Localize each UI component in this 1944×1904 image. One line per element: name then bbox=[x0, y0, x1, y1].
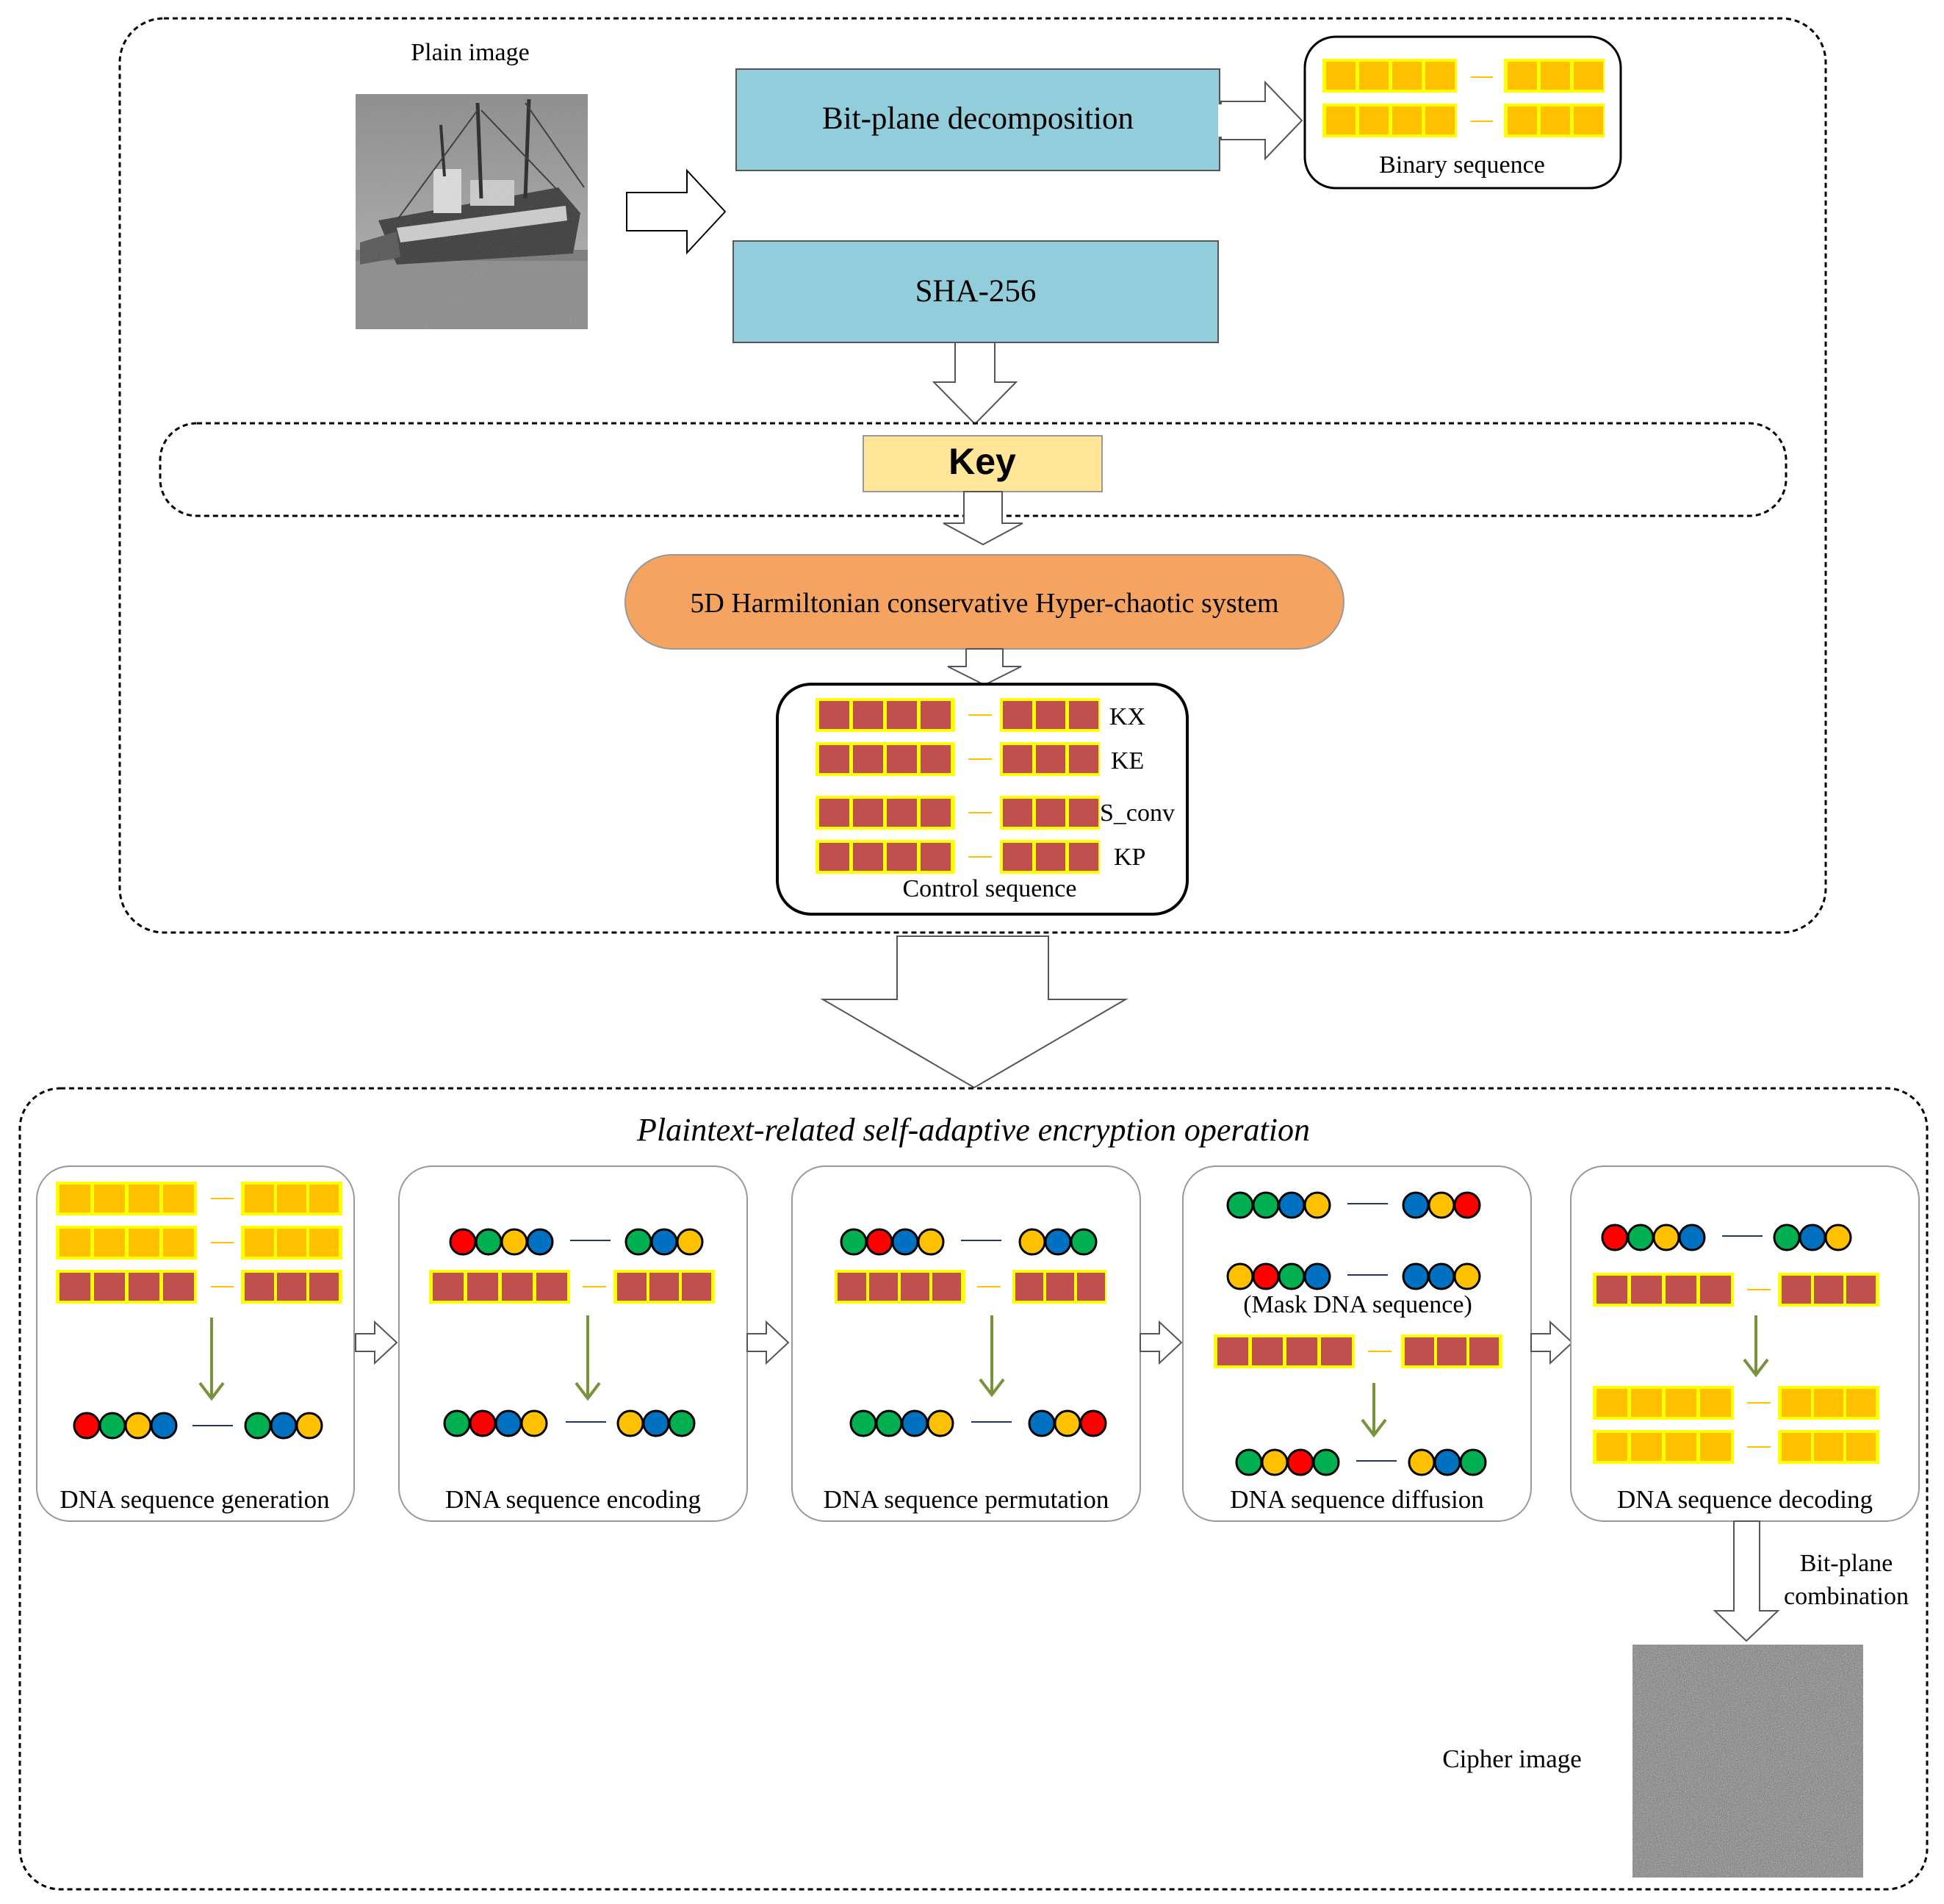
bit-plane-combination-label-2: combination bbox=[1784, 1583, 1909, 1610]
decoding-control-row bbox=[1593, 1273, 1879, 1307]
sha256-box bbox=[732, 240, 1219, 343]
control-row-kp bbox=[816, 840, 1100, 874]
binary-bit-row-2 bbox=[1322, 104, 1605, 137]
green-down-arrow-2 bbox=[575, 1315, 601, 1401]
diffusion-mask-dna-row bbox=[1226, 1262, 1481, 1290]
stage-arrow-4 bbox=[1530, 1320, 1574, 1365]
stage-diffusion-label: DNA sequence diffusion bbox=[1230, 1485, 1483, 1514]
control-row-kx-label: KX bbox=[1109, 703, 1145, 730]
encoding-control-row bbox=[429, 1270, 715, 1304]
encryption-title: Plaintext-related self-adaptive encrypti… bbox=[636, 1112, 1310, 1148]
encoding-dna-row bbox=[449, 1228, 704, 1256]
diffusion-control-row bbox=[1214, 1334, 1502, 1368]
binary-bit-row-1 bbox=[1322, 59, 1605, 93]
arrow-sha-to-key bbox=[932, 342, 1018, 425]
cipher-image-label: Cipher image bbox=[1442, 1745, 1582, 1773]
stage-card-encoding bbox=[398, 1165, 748, 1522]
generation-bit-row-2 bbox=[56, 1226, 342, 1260]
arrow-to-binary-sequence bbox=[1220, 80, 1303, 161]
stage-decoding-label: DNA sequence decoding bbox=[1617, 1485, 1873, 1514]
key-label: Key bbox=[948, 441, 1016, 482]
stage-card-generation bbox=[36, 1165, 355, 1522]
stage-card-permutation bbox=[791, 1165, 1141, 1522]
control-row-s-conv bbox=[816, 796, 1100, 830]
permutation-dna-output bbox=[849, 1409, 1107, 1437]
arrow-image-to-processes bbox=[626, 168, 727, 255]
control-row-kp-label: KP bbox=[1114, 844, 1145, 871]
stage-arrow-3 bbox=[1140, 1320, 1183, 1365]
plain-image bbox=[356, 94, 588, 329]
encryption-frame bbox=[18, 1087, 1929, 1891]
arrow-chaotic-to-control bbox=[947, 648, 1022, 686]
control-row-ke-label: KE bbox=[1111, 747, 1144, 775]
permutation-control-row bbox=[835, 1270, 1106, 1304]
key-box bbox=[863, 435, 1103, 492]
stage-arrow-2 bbox=[746, 1320, 790, 1365]
stage-card-decoding bbox=[1570, 1165, 1920, 1522]
control-row-ke bbox=[816, 742, 1100, 776]
control-row-s-conv-label: S_conv bbox=[1100, 800, 1175, 827]
arrow-to-cipher-image bbox=[1713, 1520, 1780, 1642]
decoding-bit-row-2 bbox=[1593, 1430, 1879, 1464]
control-sequence-label: Control sequence bbox=[903, 875, 1077, 902]
key-generation-frame bbox=[118, 17, 1827, 934]
generation-control-row bbox=[56, 1270, 342, 1304]
stage-encoding-label: DNA sequence encoding bbox=[445, 1485, 701, 1514]
stage-arrow-1 bbox=[355, 1320, 398, 1365]
plain-image-label: Plain image bbox=[411, 39, 529, 66]
cipher-image bbox=[1632, 1645, 1863, 1878]
generation-bit-row-1 bbox=[56, 1182, 342, 1215]
green-down-arrow-3 bbox=[979, 1315, 1005, 1398]
decoding-dna-row bbox=[1601, 1224, 1852, 1251]
stage-permutation-label: DNA sequence permutation bbox=[824, 1485, 1109, 1514]
encoding-dna-output bbox=[443, 1409, 696, 1437]
green-down-arrow-5 bbox=[1743, 1315, 1769, 1378]
big-down-arrow bbox=[820, 935, 1128, 1089]
bit-plane-combination-label-1: Bit-plane bbox=[1800, 1550, 1893, 1577]
diffusion-dna-row-1 bbox=[1226, 1191, 1481, 1219]
bit-plane-decomposition-box bbox=[735, 68, 1220, 171]
control-row-kx bbox=[816, 698, 1100, 732]
arrow-key-to-chaotic bbox=[943, 491, 1023, 546]
green-down-arrow-1 bbox=[198, 1318, 225, 1401]
sha256-label: SHA-256 bbox=[915, 274, 1037, 309]
bit-plane-decomposition-label: Bit-plane decomposition bbox=[822, 101, 1134, 136]
decoding-bit-row-1 bbox=[1593, 1386, 1879, 1420]
diffusion-dna-output bbox=[1235, 1448, 1487, 1476]
stage-generation-label: DNA sequence generation bbox=[60, 1485, 329, 1514]
green-down-arrow-4 bbox=[1361, 1383, 1387, 1438]
permutation-dna-row bbox=[840, 1228, 1098, 1256]
mask-dna-label: (Mask DNA sequence) bbox=[1243, 1291, 1472, 1318]
binary-sequence-label: Binary sequence bbox=[1379, 151, 1545, 179]
chaotic-system-label: 5D Harmiltonian conservative Hyper-chaot… bbox=[690, 588, 1278, 619]
generation-dna-output bbox=[73, 1412, 323, 1440]
